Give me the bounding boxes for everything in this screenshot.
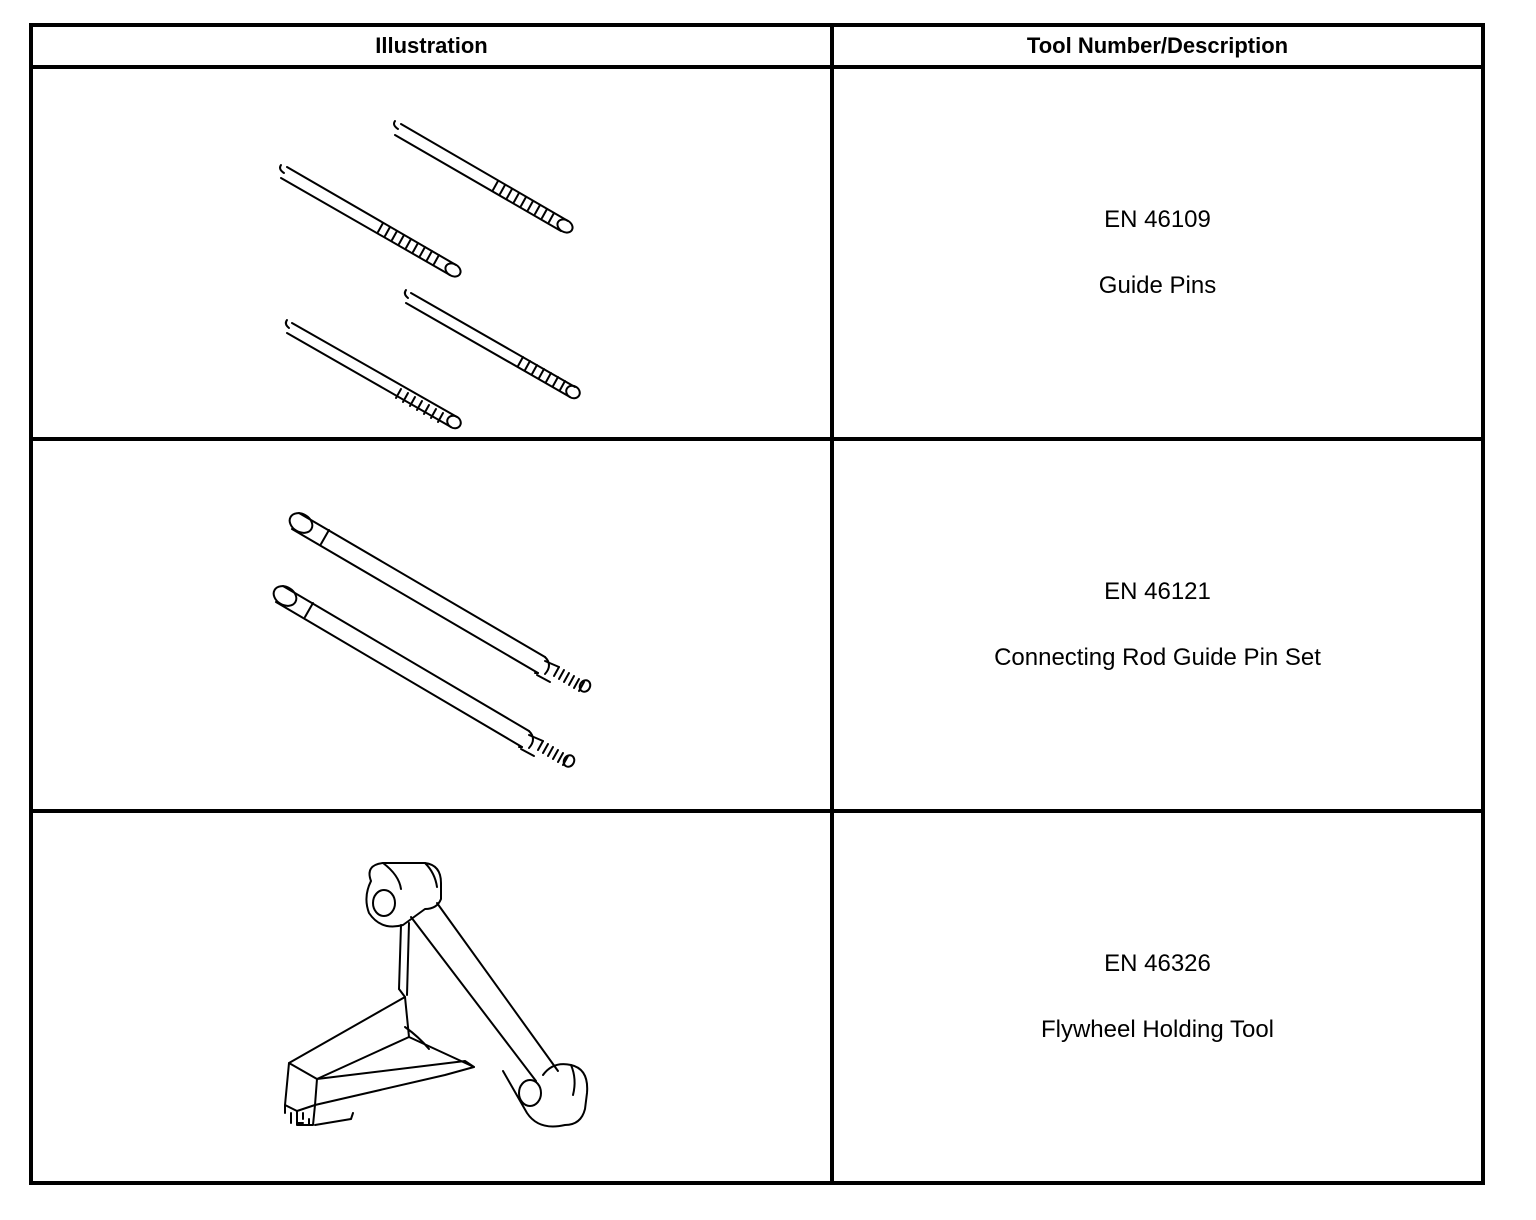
table-row: EN 46121 Connecting Rod Guide Pin Set bbox=[29, 437, 1485, 813]
tool-table: Illustration Tool Number/Description bbox=[29, 23, 1485, 1185]
tool-description: Connecting Rod Guide Pin Set bbox=[994, 644, 1321, 671]
tool-description: Guide Pins bbox=[1098, 272, 1217, 299]
flywheel-holding-tool-drawing bbox=[33, 813, 830, 1181]
illustration-cell bbox=[29, 437, 834, 813]
illustration-cell bbox=[29, 809, 834, 1185]
guide-pins-drawing bbox=[33, 69, 830, 437]
guide-pin bbox=[286, 320, 463, 431]
tool-number: EN 46121 bbox=[1104, 578, 1211, 605]
guide-pin bbox=[405, 290, 582, 401]
tool-number: EN 46326 bbox=[1104, 950, 1211, 977]
table-row: EN 46109 Guide Pins bbox=[29, 65, 1485, 441]
connecting-rod-guide-pins-illustration bbox=[33, 441, 830, 809]
flywheel-holding-tool-illustration bbox=[33, 813, 830, 1181]
description-cell: EN 46326 Flywheel Holding Tool bbox=[830, 809, 1485, 1185]
table-row: EN 46326 Flywheel Holding Tool bbox=[29, 809, 1485, 1185]
tool-number: EN 46109 bbox=[1104, 206, 1211, 233]
header-tool-number-description: Tool Number/Description bbox=[830, 23, 1485, 69]
description-cell: EN 46109 Guide Pins bbox=[830, 65, 1485, 441]
header-row: Illustration Tool Number/Description bbox=[29, 23, 1485, 69]
illustration-cell bbox=[29, 65, 834, 441]
guide-pins-illustration bbox=[33, 69, 830, 437]
header-illustration: Illustration bbox=[29, 23, 834, 69]
connecting-rod-guide-pin bbox=[286, 509, 592, 693]
tool-description: Flywheel Holding Tool bbox=[1040, 1016, 1274, 1043]
description-cell: EN 46121 Connecting Rod Guide Pin Set bbox=[830, 437, 1485, 813]
guide-pin bbox=[394, 121, 575, 235]
connecting-rod-guide-pins-drawing bbox=[33, 441, 830, 809]
guide-pin bbox=[280, 165, 463, 279]
connecting-rod-guide-pin bbox=[270, 582, 576, 768]
